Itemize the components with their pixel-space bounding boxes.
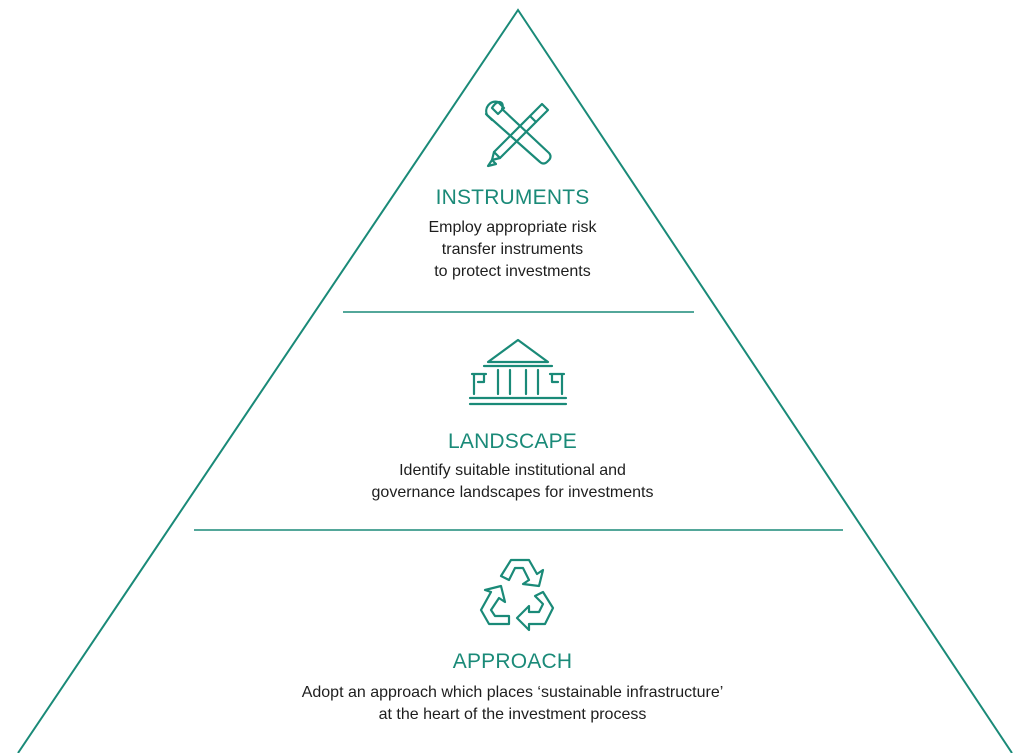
description-line: Employ appropriate risk bbox=[428, 219, 597, 236]
description-line: governance landscapes for investments bbox=[371, 484, 654, 501]
tier-description-approach: Adopt an approach which places ‘sustaina… bbox=[0, 682, 1025, 726]
institution-building-icon bbox=[468, 338, 568, 406]
tools-icon bbox=[484, 100, 552, 168]
description-line: to protect investments bbox=[434, 263, 591, 280]
description-line: Adopt an approach which places ‘sustaina… bbox=[301, 684, 724, 701]
tier-description-instruments: Employ appropriate risk transfer instrum… bbox=[0, 217, 1025, 283]
description-line: transfer instruments bbox=[441, 241, 584, 258]
tier-title-approach: APPROACH bbox=[452, 650, 573, 673]
description-line: at the heart of the investment process bbox=[378, 706, 647, 723]
recycle-icon bbox=[479, 558, 555, 632]
tier-title-instruments: INSTRUMENTS bbox=[435, 186, 590, 209]
description-line: Identify suitable institutional and bbox=[399, 462, 626, 479]
pyramid-outline bbox=[17, 8, 1013, 753]
tier-title-landscape: LANDSCAPE bbox=[447, 430, 577, 453]
tier-description-landscape: Identify suitable institutional and gove… bbox=[0, 460, 1025, 504]
